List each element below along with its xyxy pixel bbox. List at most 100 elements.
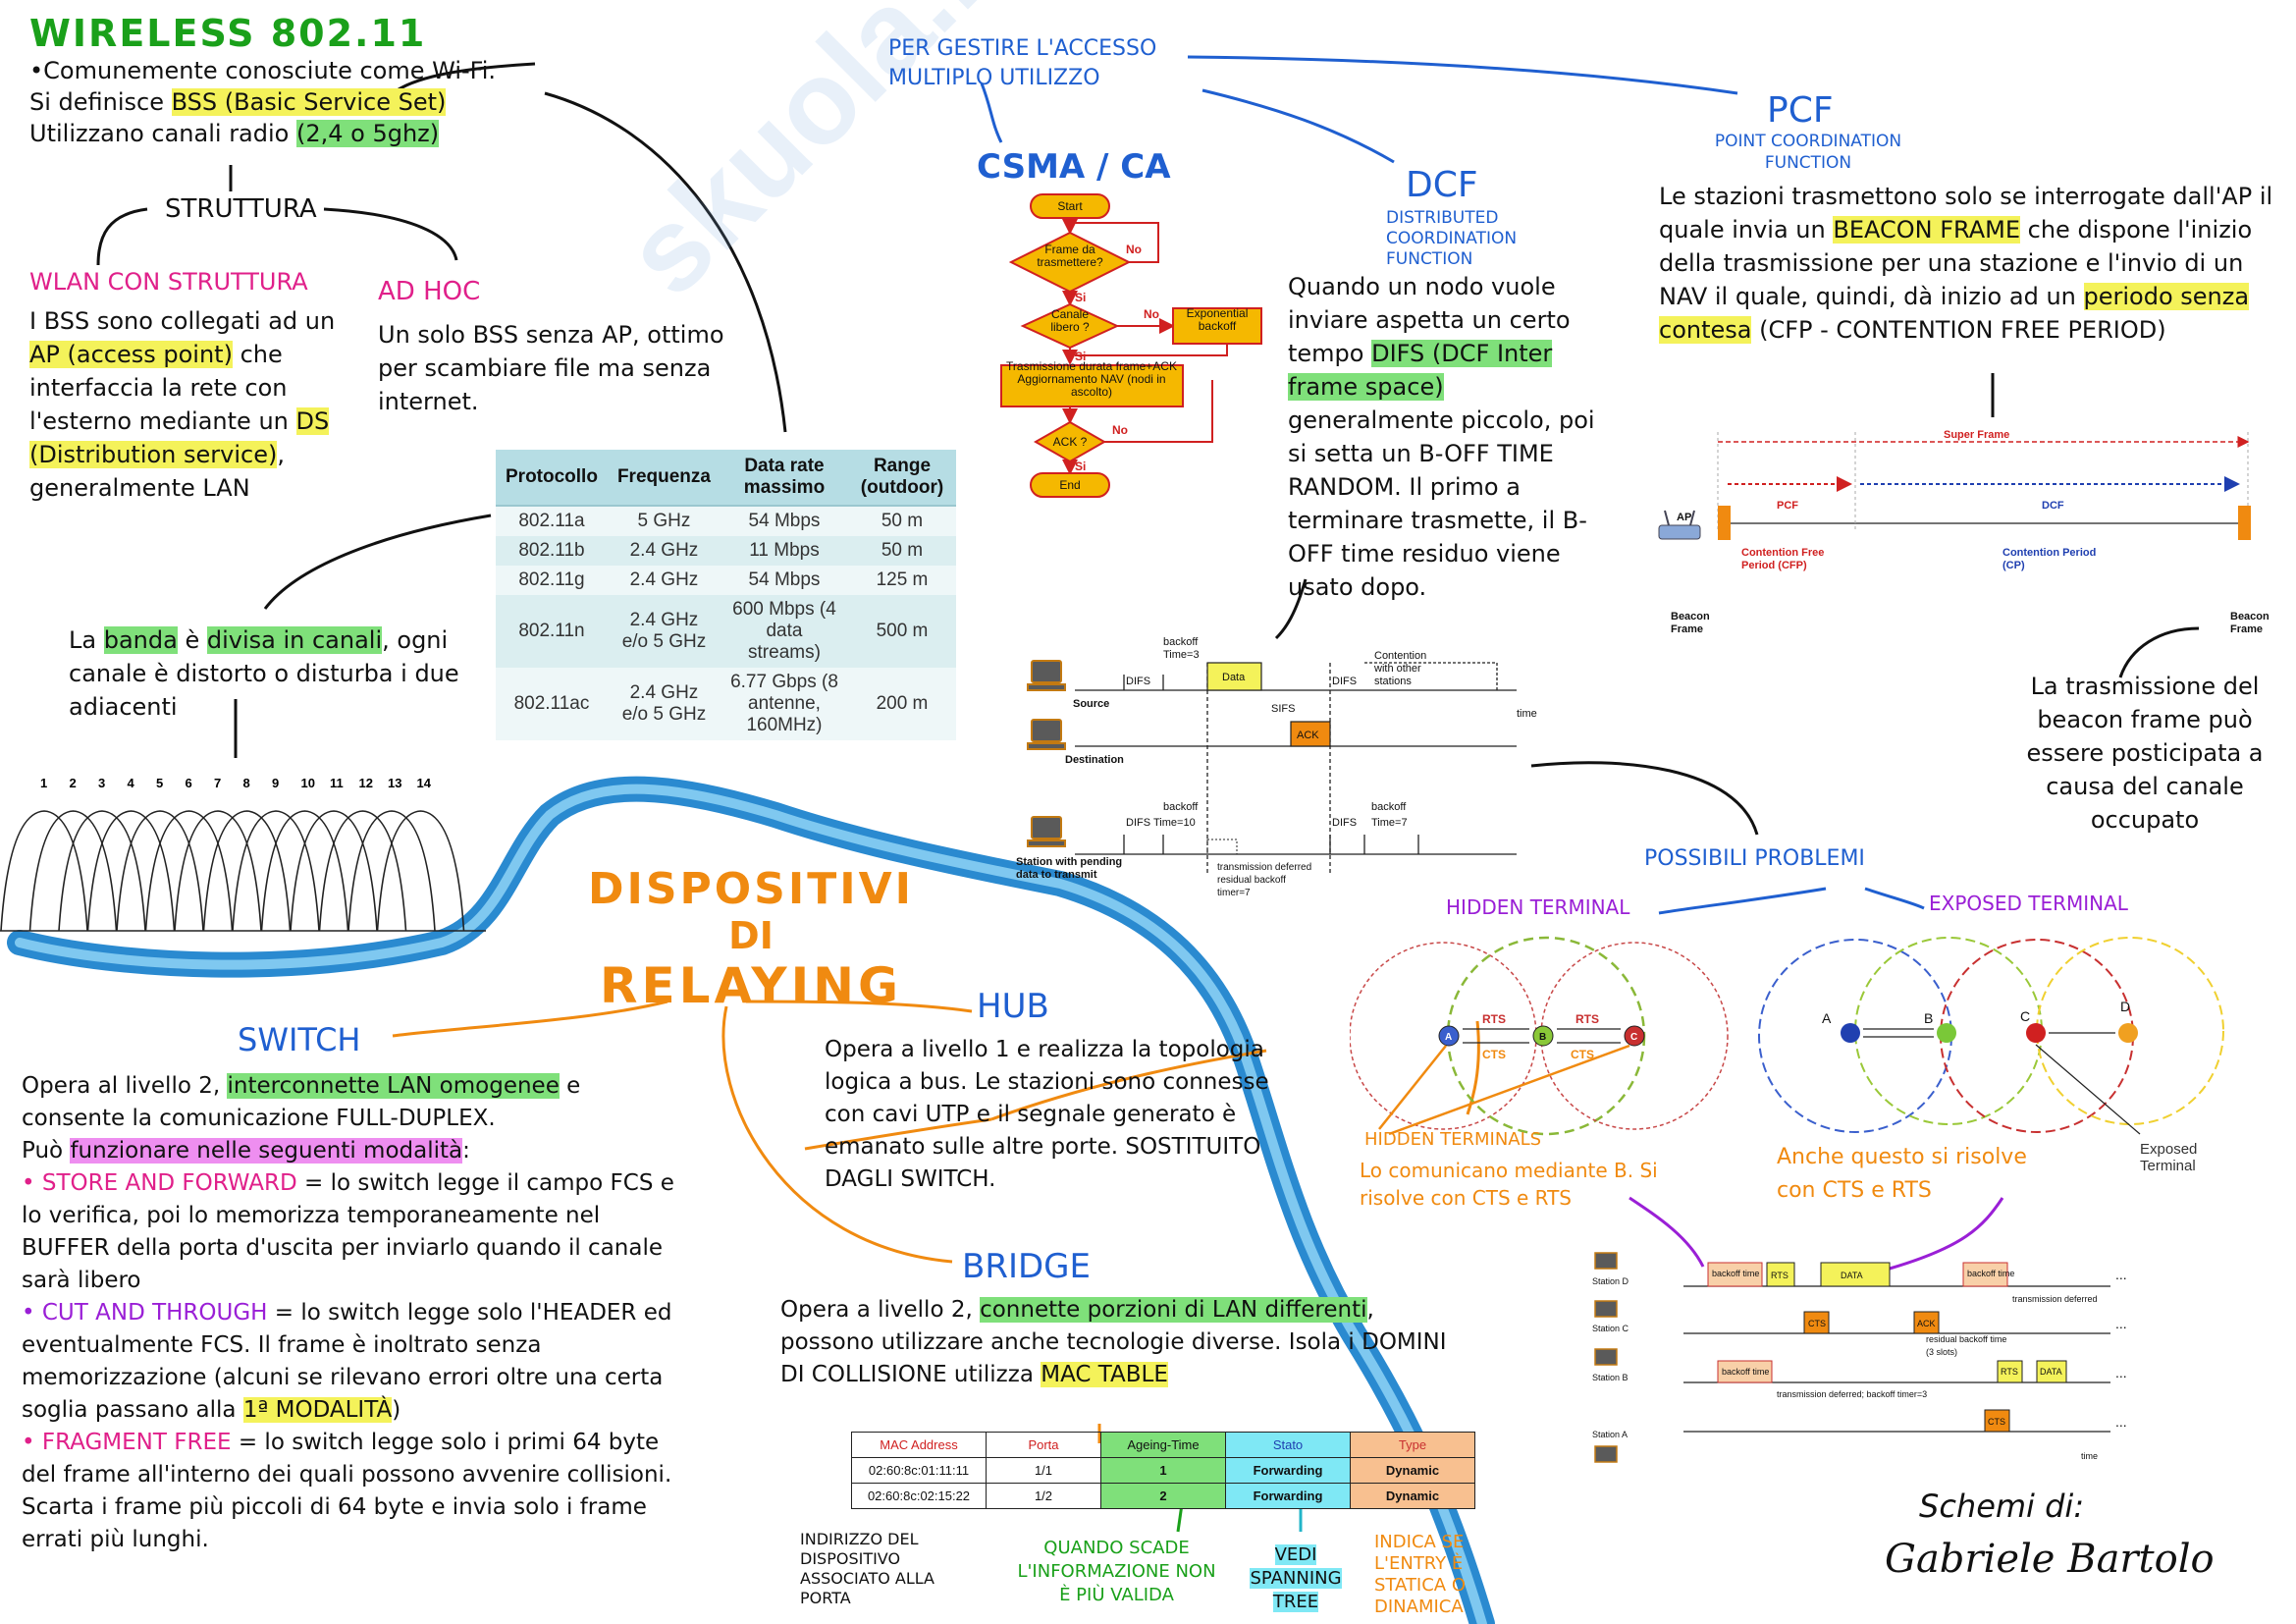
dcf-text: Quando un nodo vuole inviare aspetta un … xyxy=(1288,270,1612,604)
beacon-frame-1 xyxy=(1718,506,1731,540)
cell: 1/2 xyxy=(986,1483,1101,1509)
difs-label: DIFS xyxy=(1332,817,1357,829)
backoff-label: backoff time xyxy=(1967,1269,2014,1278)
wireless-line2-text: Si definisce xyxy=(29,88,172,116)
wlan-text-2: che interfaccia la rete con l'esterno me… xyxy=(29,341,296,435)
exposed-terminal-diagram: A B C D xyxy=(1758,937,2224,1135)
ack-frame xyxy=(1290,721,1331,747)
beacon-highlight: BEACON FRAME xyxy=(1833,216,2021,244)
adhoc-text: Un solo BSS senza AP, ottimo per scambia… xyxy=(378,321,724,415)
wlan-text-3: , generalmente LAN xyxy=(29,441,285,502)
homogeneous-highlight: interconnette LAN omogenee xyxy=(227,1073,560,1099)
signature-label: Schemi di: xyxy=(1919,1488,2085,1525)
cell: 1/1 xyxy=(986,1457,1101,1484)
flow-end xyxy=(1030,472,1110,498)
data-frame xyxy=(1206,662,1262,691)
deferred-label: transmission deferred xyxy=(2012,1294,2098,1304)
band-text: La banda è divisa in canali, ogni canale… xyxy=(69,623,491,724)
cell: 1 xyxy=(1100,1457,1226,1484)
channel-curve xyxy=(116,810,204,932)
table-row: 802.11g 2.4 GHz 54 Mbps 125 m xyxy=(496,566,956,595)
channel-curve xyxy=(144,810,234,932)
cell: 802.11n xyxy=(496,595,608,668)
channel-curve xyxy=(174,810,262,932)
hidden-note: Lo comunicano mediante B. Si risolve con… xyxy=(1360,1159,1658,1210)
stations-timing-diagram: Station D Station C Station B Station A … xyxy=(1592,1252,2127,1463)
channels-highlight: divisa in canali xyxy=(206,626,383,654)
protocol-table: Protocollo Frequenza Data rate massimo R… xyxy=(496,450,956,740)
exposed-terminal-label: Exposed Terminal xyxy=(2140,1141,2198,1174)
bridge-text-1: Opera a livello 2, xyxy=(780,1297,981,1323)
ack-label: ACK xyxy=(1297,730,1319,741)
node-b-label: B xyxy=(1924,1010,1933,1026)
band-highlight: banda xyxy=(103,626,178,654)
bridge-title: BRIDGE xyxy=(962,1247,1091,1286)
channel-number: 12 xyxy=(359,776,373,790)
cell: 500 m xyxy=(847,595,956,668)
exposed-note: Anche questo si risolve con CTS e RTS xyxy=(1777,1145,2027,1203)
channel-curve xyxy=(202,810,292,932)
node-d-label: D xyxy=(2120,999,2130,1014)
node-a xyxy=(1438,1025,1460,1047)
dcf-text-2: generalmente piccolo, poi si setta un B-… xyxy=(1288,406,1595,601)
cell: 802.11g xyxy=(496,566,608,595)
beacon-frame-2 xyxy=(2238,506,2251,540)
mode-cut-through-text: = lo switch legge solo l'HEADER ed event… xyxy=(22,1300,672,1423)
mac-table: MAC Address Porta Ageing-Time Stato Type… xyxy=(851,1432,1475,1509)
data-label: Data xyxy=(1222,672,1246,683)
channel-number: 11 xyxy=(330,776,344,790)
channel-number: 3 xyxy=(98,776,105,790)
difs-label: DIFS xyxy=(1126,817,1150,829)
header-port: Porta xyxy=(986,1432,1101,1458)
flow-no-label: No xyxy=(1112,423,1128,437)
table-row: 802.11n 2.4 GHz e/o 5 GHz 600 Mbps (4 da… xyxy=(496,595,956,668)
switch-text-4: : xyxy=(462,1138,470,1164)
header-range: Range (outdoor) xyxy=(847,450,956,507)
cell: 50 m xyxy=(847,536,956,566)
header-datarate: Data rate massimo xyxy=(720,450,848,507)
channel-number: 2 xyxy=(70,776,77,790)
mac-table-highlight: MAC TABLE xyxy=(1041,1362,1168,1387)
cp-label: Contention Period(CP) xyxy=(2002,547,2096,571)
channel-number: 13 xyxy=(388,776,401,790)
band-text-3: , ogni canale è distorto o disturba i du… xyxy=(69,626,459,721)
cell: Forwarding xyxy=(1225,1457,1351,1484)
hidden-terminal-title: HIDDEN TERMINAL xyxy=(1446,895,1630,919)
mode-cut-through-end: ) xyxy=(392,1397,401,1423)
flow-yes-label: Si xyxy=(1075,350,1086,363)
switch-text-3: Può xyxy=(22,1138,71,1164)
node-a-label: A xyxy=(1822,1010,1832,1026)
cell: Forwarding xyxy=(1225,1483,1351,1509)
ellipsis: ... xyxy=(2115,1316,2127,1331)
bridge-section: BRIDGE Opera a livello 2, connette porzi… xyxy=(780,1247,1468,1391)
channel-number: 8 xyxy=(243,776,250,790)
cell: 5 GHz xyxy=(607,506,721,536)
pcf-text-3: (CFP - CONTENTION FREE PERIOD) xyxy=(1751,316,2166,344)
ap-label: AP xyxy=(1677,512,1691,523)
multiaccess-title: PER GESTIRE L'ACCESSO MULTIPLO UTILIZZO xyxy=(888,36,1157,90)
table-row: 02:60:8c:01:11:11 1/1 1 Forwarding Dynam… xyxy=(851,1457,1475,1484)
access-point-icon xyxy=(1658,510,1701,540)
channel-curve xyxy=(347,810,436,932)
flow-frame-decision xyxy=(1008,231,1132,294)
flow-ack-label: ACK ? xyxy=(1053,435,1088,449)
backoff-label: backoff time xyxy=(1722,1367,1769,1377)
structure-label: STRUTTURA xyxy=(165,194,317,224)
pcf-title: PCF xyxy=(1767,90,1834,131)
first-mode-highlight: 1ª MODALITÀ xyxy=(242,1397,393,1423)
relaying-title: DISPOSITIVI DI RELAYING xyxy=(564,864,937,1014)
bridge-text-2: , possono utilizzare anche tecnologie di… xyxy=(780,1297,1447,1387)
flow-start-label: Start xyxy=(1057,199,1083,213)
channel-curve xyxy=(318,810,407,932)
flow-channel-decision xyxy=(1020,302,1120,350)
table-row: 802.11a 5 GHz 54 Mbps 50 m xyxy=(496,506,956,536)
flow-backoff xyxy=(1172,307,1262,345)
